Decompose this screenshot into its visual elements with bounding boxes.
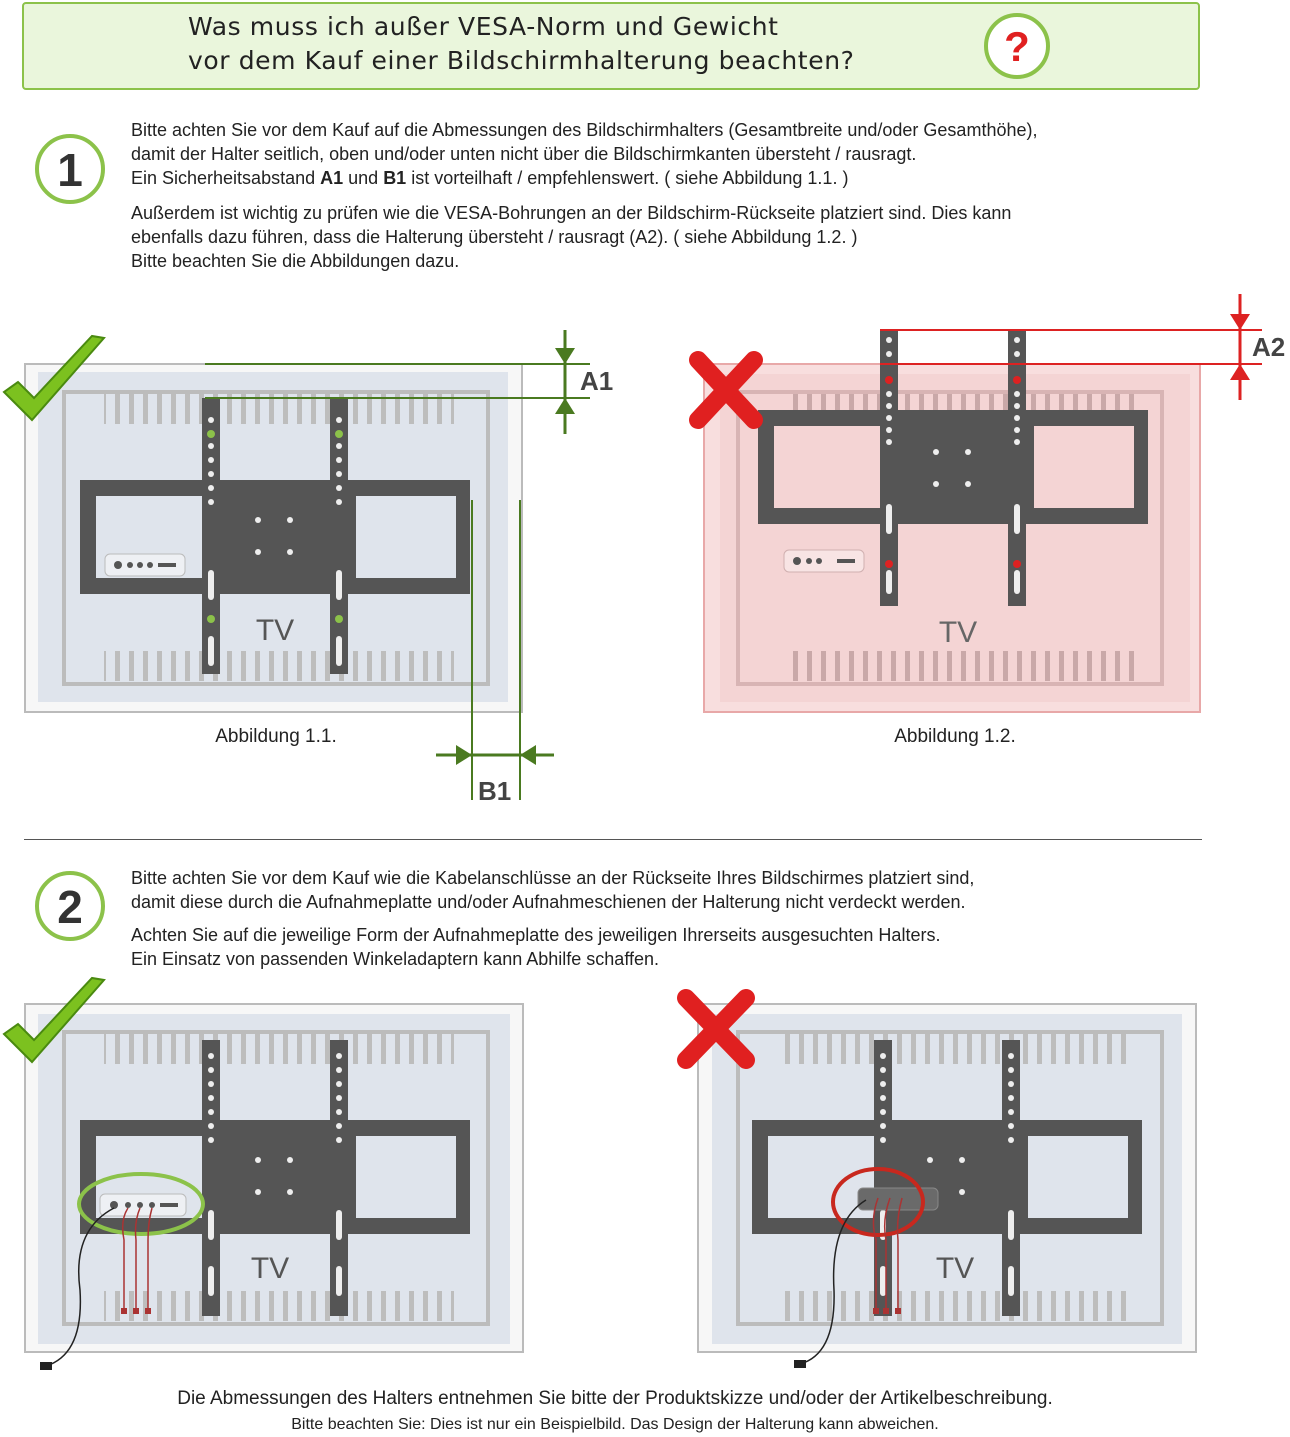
- figure-1-1-caption: Abbildung 1.1.: [215, 726, 337, 747]
- tv-label: TV: [256, 614, 294, 647]
- check-icon: [2, 976, 106, 1064]
- step-1-badge: 1: [35, 134, 105, 204]
- cross-icon: [689, 351, 763, 429]
- mount-rail-left: [880, 330, 898, 606]
- mount-rail-right: [1002, 1040, 1020, 1316]
- step-2-number: 2: [57, 881, 83, 933]
- ports-blocked-highlight: [831, 1167, 925, 1237]
- mount-rail-left: [202, 1040, 220, 1316]
- step-2-badge: 2: [35, 871, 105, 941]
- question-mark-icon: ?: [984, 13, 1050, 79]
- dim-a2-label: A2: [1252, 332, 1285, 362]
- mount-rail-right: [1008, 330, 1026, 606]
- cross-icon: [677, 989, 755, 1069]
- figure-2-right: TV: [677, 989, 1197, 1368]
- page-title: Was muss ich außer VESA-Norm und Gewicht…: [188, 12, 855, 75]
- section1-paragraph2: Außerdem ist wichtig zu prüfen wie die V…: [131, 203, 1012, 271]
- tv-label: TV: [251, 1252, 289, 1285]
- mount-rail-right: [330, 1040, 348, 1316]
- dim-b1-label: B1: [478, 776, 511, 806]
- step-1-number: 1: [57, 144, 83, 196]
- section2-paragraph1: Bitte achten Sie vor dem Kauf wie die Ka…: [131, 868, 975, 912]
- check-icon: [2, 334, 106, 422]
- section2-paragraph2: Achten Sie auf die jeweilige Form der Au…: [131, 925, 941, 969]
- footer-note: Die Abmessungen des Halters entnehmen Si…: [177, 1388, 1053, 1409]
- mount-rail-right: [330, 398, 348, 674]
- section1-paragraph1: Bitte achten Sie vor dem Kauf auf die Ab…: [131, 120, 1038, 188]
- mount-rail-left: [874, 1040, 892, 1316]
- figure-2-left: TV: [2, 976, 524, 1370]
- dim-a1-label: A1: [580, 366, 613, 396]
- ports-highlight: [77, 1172, 205, 1236]
- tv-label: TV: [936, 1252, 974, 1285]
- svg-text:?: ?: [1004, 23, 1030, 70]
- mount-rail-left: [202, 398, 220, 674]
- tv-label: TV: [939, 616, 977, 649]
- figure-1-2: TV A2 Abbildung 1.2.: [689, 294, 1285, 747]
- figure-1-1: TV A1 B1 Abbildung 1.1.: [2, 330, 613, 806]
- section-divider: [24, 839, 1202, 840]
- figure-1-2-caption: Abbildung 1.2.: [894, 726, 1016, 747]
- footer-disclaimer: Bitte beachten Sie: Dies ist nur ein Bei…: [291, 1416, 939, 1433]
